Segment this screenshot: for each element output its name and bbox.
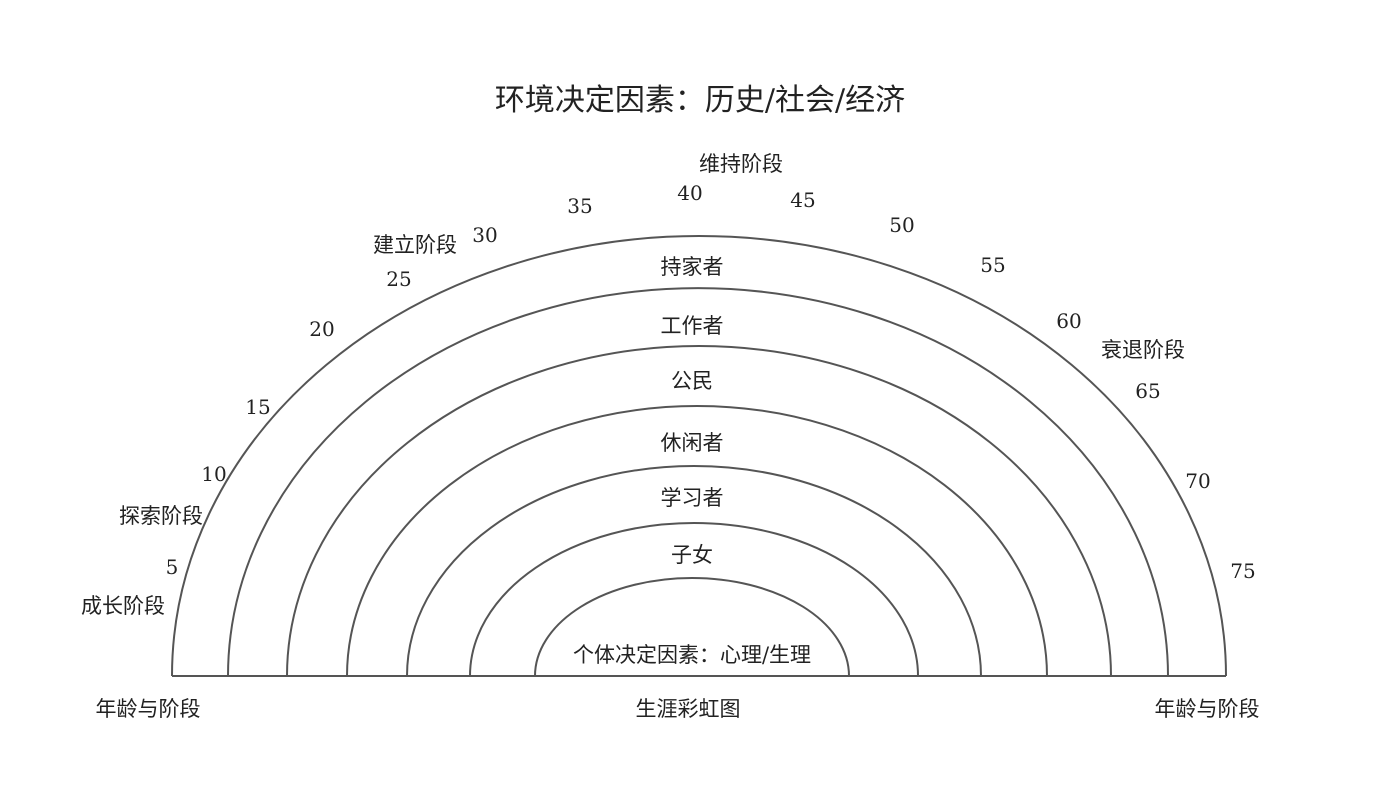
- role-label: 公民: [671, 369, 713, 393]
- arc-1: [171, 235, 1227, 677]
- age-label: 25: [386, 267, 411, 291]
- diagram-title: 环境决定因素：历史/社会/经济: [495, 83, 905, 118]
- age-label: 45: [790, 188, 815, 212]
- role-labels: 持家者 工作者 公民 休闲者 学习者 子女: [661, 255, 724, 567]
- age-labels: 5 10 15 20 25 30 35 40 45 50 55 60 65 70…: [166, 181, 1256, 583]
- age-label: 10: [201, 462, 226, 486]
- stage-label-establishment: 建立阶段: [373, 233, 457, 257]
- age-label: 35: [567, 194, 592, 218]
- role-label: 休闲者: [661, 431, 724, 455]
- arc-4: [346, 405, 1048, 677]
- arc-2: [227, 287, 1169, 677]
- stage-label-exploration: 探索阶段: [119, 504, 203, 528]
- stage-label-decline: 衰退阶段: [1101, 338, 1185, 362]
- arc-6: [469, 522, 919, 677]
- arc-5: [406, 465, 982, 677]
- role-label: 子女: [671, 543, 713, 567]
- stage-label-maintenance: 维持阶段: [699, 152, 783, 176]
- role-label: 持家者: [661, 255, 724, 279]
- age-label: 20: [309, 317, 334, 341]
- arc-3: [286, 345, 1112, 677]
- center-label: 个体决定因素：心理/生理: [573, 643, 811, 667]
- bottom-label-left: 年龄与阶段: [96, 697, 201, 721]
- age-label: 65: [1135, 379, 1160, 403]
- role-label: 学习者: [661, 486, 724, 510]
- stage-labels: 成长阶段 探索阶段 建立阶段 维持阶段 衰退阶段: [81, 152, 1185, 618]
- age-label: 55: [980, 253, 1005, 277]
- age-label: 30: [472, 223, 497, 247]
- stage-label-growth: 成长阶段: [81, 594, 165, 618]
- arc-7: [534, 577, 850, 677]
- age-label: 5: [166, 555, 179, 579]
- age-label: 75: [1230, 559, 1255, 583]
- age-label: 15: [245, 395, 270, 419]
- age-label: 60: [1056, 309, 1081, 333]
- rainbow-arcs: [171, 235, 1227, 677]
- age-label: 70: [1185, 469, 1210, 493]
- bottom-label-right: 年龄与阶段: [1155, 697, 1260, 721]
- bottom-labels: 年龄与阶段 生涯彩虹图 年龄与阶段: [96, 697, 1260, 721]
- bottom-label-center: 生涯彩虹图: [636, 697, 741, 721]
- role-label: 工作者: [661, 314, 724, 338]
- age-label: 50: [889, 213, 914, 237]
- age-label: 40: [677, 181, 702, 205]
